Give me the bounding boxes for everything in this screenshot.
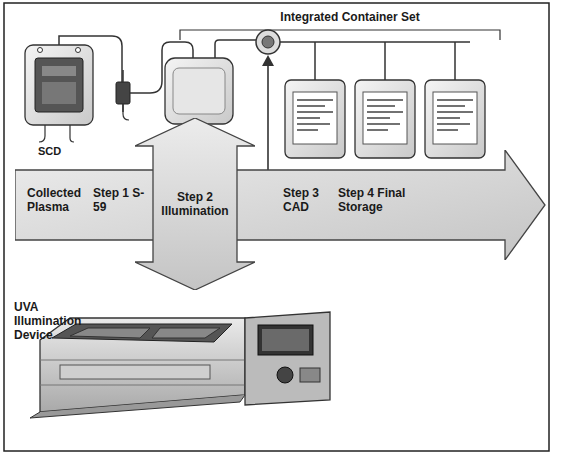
illumination-arrow-shape	[135, 118, 255, 290]
illumination-arrow: Step 2 Illumination	[135, 118, 255, 290]
frame	[4, 3, 549, 451]
step-text: Step 4 Final Storage	[338, 186, 438, 214]
arrowhead	[262, 55, 274, 66]
connector-label: SCD	[38, 145, 78, 158]
cad-device	[256, 30, 280, 54]
tubing	[59, 36, 122, 82]
bracket	[180, 30, 500, 40]
s59-cartridge	[116, 82, 130, 104]
step-text: Collected Plasma	[27, 186, 93, 214]
plasma-bag	[25, 45, 93, 142]
process-band-shape	[15, 150, 545, 260]
tubing	[215, 40, 256, 58]
process-band: Collected PlasmaStep 1 S-59Step 3 CADSte…	[15, 150, 547, 260]
step-text: Step 3 CAD	[283, 186, 333, 214]
step-text: Step 1 S-59	[93, 186, 145, 214]
title-label: Integrated Container Set	[200, 10, 500, 24]
pointer-line	[267, 60, 269, 172]
illumination-bag	[165, 58, 233, 124]
step-text: Step 2 Illumination	[157, 190, 233, 218]
device-label: UVA Illumination Device	[14, 300, 94, 342]
tubing	[280, 42, 470, 80]
final-storage-bags	[285, 80, 485, 158]
